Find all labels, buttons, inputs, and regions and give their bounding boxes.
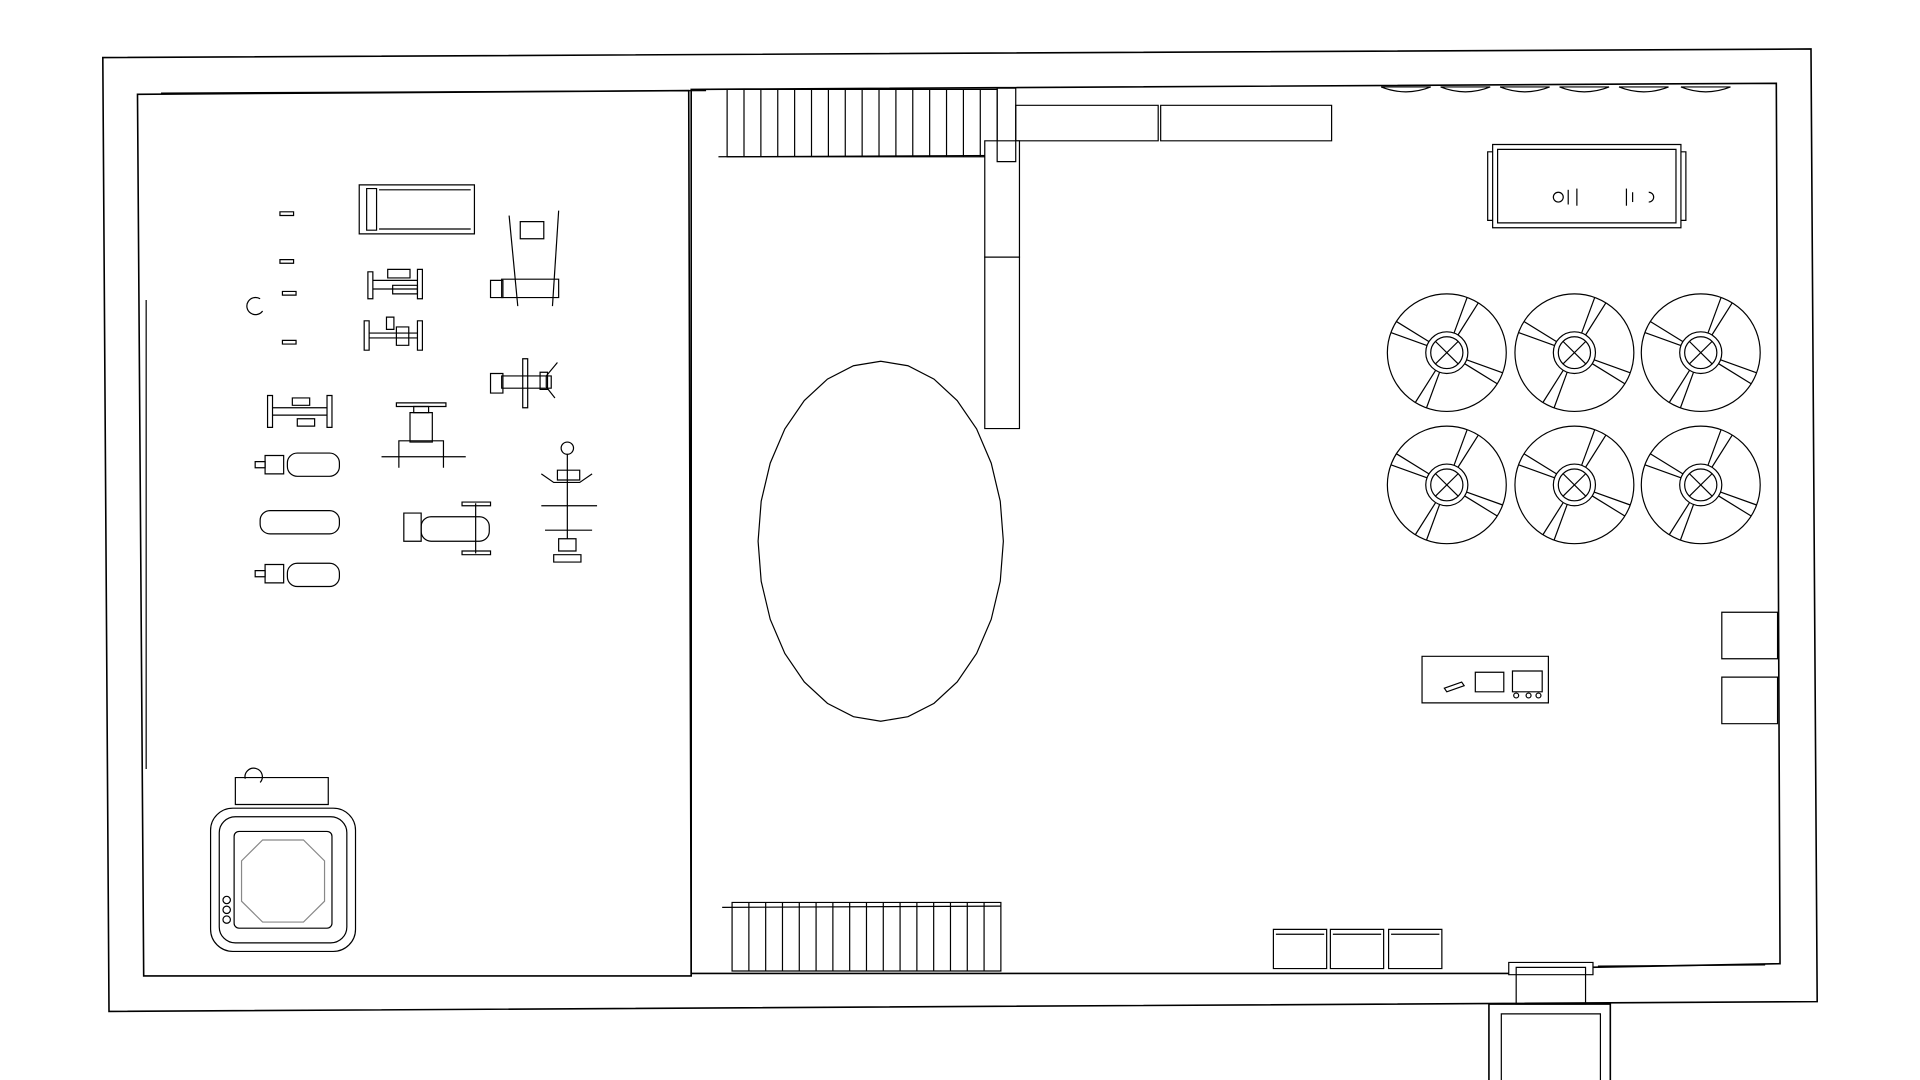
chair [1500, 87, 1550, 92]
cabinet [1722, 677, 1778, 724]
chair [1619, 87, 1669, 92]
squat-rack [382, 403, 466, 468]
weight-bench [255, 453, 339, 476]
leg-curl-machine [364, 317, 422, 350]
chair [1441, 87, 1491, 92]
chair [1381, 87, 1431, 92]
incline-bench [255, 563, 339, 586]
flat-bench [260, 511, 339, 534]
decline-bench [404, 502, 491, 555]
dumbbells [247, 212, 296, 344]
entrance-door[interactable] [1489, 962, 1610, 1080]
long-table [1488, 144, 1686, 227]
round-table-with-chairs [1515, 294, 1634, 412]
multi-gym [491, 211, 559, 307]
storage-boxes [1273, 929, 1441, 968]
round-table-with-chairs [1641, 294, 1760, 412]
round-tables [1387, 294, 1760, 544]
staircase-bottom [722, 902, 1001, 971]
round-table-with-chairs [1641, 426, 1760, 544]
cabinet [1722, 612, 1778, 659]
press-machine [368, 269, 423, 298]
oval-dance-floor [758, 361, 1003, 721]
round-table-with-chairs [1387, 426, 1506, 544]
staircase-top [718, 89, 997, 156]
chair [1560, 87, 1610, 92]
round-table-with-chairs [1387, 294, 1506, 412]
hot-tub [211, 768, 356, 951]
kitchen-counter [1422, 656, 1548, 703]
round-table-with-chairs [1515, 426, 1634, 544]
chest-press [491, 359, 558, 408]
treadmill [359, 185, 474, 234]
chair [1681, 87, 1731, 92]
gym-equipment [247, 185, 597, 587]
rowing-machine [268, 396, 332, 428]
bar-counter [985, 88, 1332, 428]
cable-crossover [541, 442, 597, 562]
wall-seats [1381, 87, 1730, 92]
